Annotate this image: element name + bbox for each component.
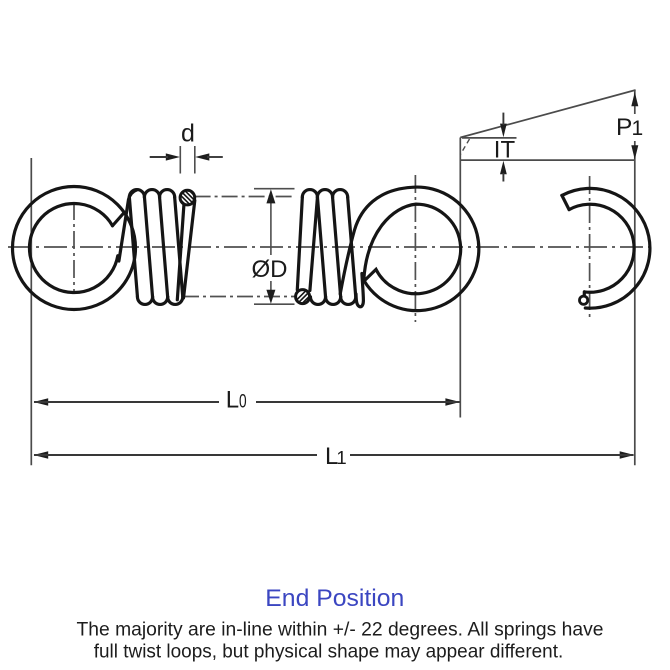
svg-text:1: 1 [632,117,644,140]
svg-text:0: 0 [239,390,247,412]
svg-text:P: P [616,114,632,141]
svg-text:L: L [226,387,239,414]
svg-text:End Position: End Position [265,585,404,612]
svg-text:L: L [325,443,338,470]
svg-text:d: d [181,119,195,147]
svg-text:ØD: ØD [252,256,288,283]
svg-text:1: 1 [336,447,346,468]
svg-text:full twist loops, but physical: full twist loops, but physical shape may… [94,641,564,663]
svg-text:IT: IT [494,136,516,163]
svg-text:The majority are in-line withi: The majority are in-line within +/- 22 d… [77,619,604,641]
